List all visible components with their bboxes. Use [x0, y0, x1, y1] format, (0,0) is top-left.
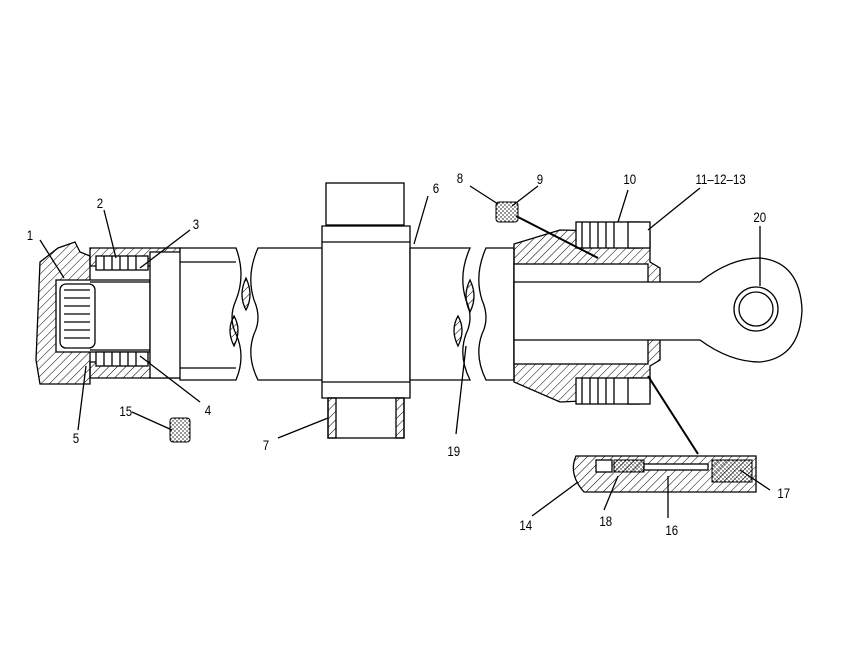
- callout-16: 16: [665, 522, 678, 538]
- callout-15: 15: [119, 403, 132, 419]
- loose-seal-15: [169, 417, 191, 443]
- callout-labels: 1 2 3 4 5 6 7 8 9 10 11–12–13 14 15 16 1…: [27, 170, 790, 538]
- callout-1: 1: [27, 227, 33, 243]
- callout-6: 6: [433, 180, 439, 196]
- callout-14: 14: [519, 517, 532, 533]
- leader-lines: [39, 185, 771, 518]
- callout-9: 9: [537, 171, 543, 187]
- seal-detail-inset: [572, 375, 757, 493]
- callout-5: 5: [73, 430, 79, 446]
- head-end-assembly: [35, 241, 242, 385]
- callout-3: 3: [193, 216, 199, 232]
- callout-2: 2: [97, 195, 103, 211]
- callout-4: 4: [205, 402, 211, 418]
- callout-11-12-13: 11–12–13: [696, 171, 746, 187]
- loose-seal-9: [495, 201, 599, 259]
- callout-18: 18: [599, 513, 612, 529]
- callout-19: 19: [447, 443, 460, 459]
- callout-8: 8: [457, 170, 463, 186]
- tube-segment-left: [229, 247, 331, 381]
- callout-7: 7: [263, 437, 269, 453]
- callout-17: 17: [777, 485, 790, 501]
- callout-20: 20: [753, 209, 766, 225]
- tube-segment-right: [453, 247, 515, 381]
- piston-rod: [513, 257, 803, 363]
- callout-10: 10: [623, 171, 636, 187]
- trunnion-mount: [321, 182, 472, 439]
